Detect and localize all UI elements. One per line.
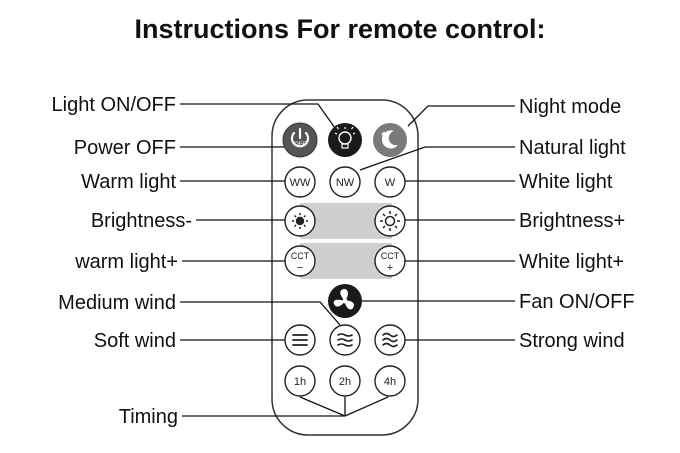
white-light-button[interactable]: W: [374, 166, 406, 198]
fan-icon: [333, 289, 354, 310]
label-strong-wind: Strong wind: [519, 330, 625, 352]
wind-strong-icon: [382, 332, 398, 348]
label-warm-light: Warm light: [81, 171, 176, 193]
timer-4h-button[interactable]: 4h: [374, 365, 406, 397]
strong-wind-button[interactable]: [374, 324, 406, 356]
w-text: W: [385, 177, 396, 189]
ww-text: WW: [290, 177, 311, 189]
night-mode-button[interactable]: [373, 123, 407, 157]
label-night-mode: Night mode: [519, 96, 621, 118]
brightness-plus-button[interactable]: [374, 205, 406, 237]
brightness-minus-button[interactable]: [284, 205, 316, 237]
label-brightness-plus: Brightness+: [519, 210, 625, 232]
off-text: OFF: [294, 142, 306, 148]
leader-light-onoff: [180, 103, 336, 129]
warm-light-button[interactable]: WW: [284, 166, 316, 198]
leader-night-mode: [407, 105, 515, 127]
light-onoff-button[interactable]: [328, 123, 362, 157]
cct-plus-label: CCT: [381, 251, 400, 261]
timer-1h-label: 1h: [294, 376, 306, 388]
power-off-button[interactable]: OFF: [282, 122, 318, 158]
leader-timing: [182, 396, 389, 417]
timer-1h-button[interactable]: 1h: [284, 365, 316, 397]
timer-4h-label: 4h: [384, 376, 396, 388]
medium-wind-button[interactable]: [329, 324, 361, 356]
leader-natural-light: [359, 146, 515, 171]
cct-minus-button[interactable]: CCT −: [284, 245, 316, 277]
soft-wind-button[interactable]: [284, 324, 316, 356]
label-white-light: White light: [519, 171, 613, 193]
label-light-onoff: Light ON/OFF: [52, 94, 176, 116]
sun-large-icon: [380, 211, 400, 231]
label-warm-light-plus: warm light+: [74, 251, 178, 273]
label-soft-wind: Soft wind: [94, 330, 176, 352]
cct-minus-label: CCT: [291, 251, 310, 261]
sun-small-icon: [292, 213, 308, 229]
light-bulb-icon: [334, 126, 356, 149]
timer-2h-label: 2h: [339, 376, 351, 388]
timer-2h-button[interactable]: 2h: [329, 365, 361, 397]
fan-onoff-button[interactable]: [328, 284, 362, 318]
nw-text: NW: [336, 177, 355, 189]
moon-icon: [381, 130, 398, 149]
label-timing: Timing: [119, 406, 178, 428]
wind-straight-icon: [292, 334, 308, 346]
cct-plus-button[interactable]: CCT +: [374, 245, 406, 277]
label-fan-onoff: Fan ON/OFF: [519, 291, 635, 313]
label-medium-wind: Medium wind: [58, 292, 176, 314]
leader-medium-wind: [180, 301, 341, 326]
label-power-off: Power OFF: [74, 137, 176, 159]
natural-light-button[interactable]: NW: [329, 166, 361, 198]
label-white-light-plus: White light+: [519, 251, 624, 273]
plus-sign: +: [387, 262, 393, 274]
diagram-title: Instructions For remote control:: [134, 14, 545, 44]
label-natural-light: Natural light: [519, 137, 626, 159]
label-brightness-minus: Brightness-: [91, 210, 192, 232]
minus-sign: −: [297, 262, 303, 274]
wind-wavy-icon: [337, 333, 353, 347]
power-icon: [290, 127, 310, 148]
